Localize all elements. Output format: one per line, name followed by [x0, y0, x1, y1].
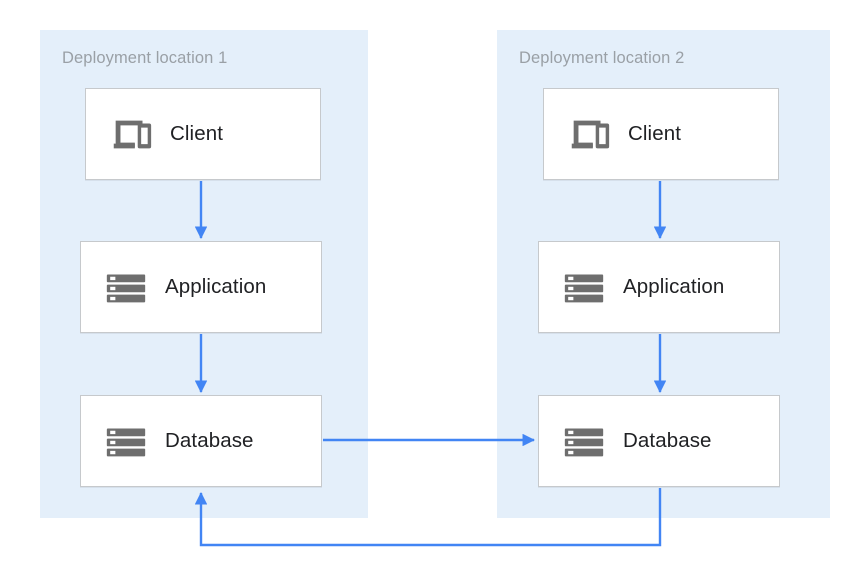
devices-icon	[571, 120, 610, 149]
node-application-1[interactable]: Application	[80, 241, 322, 333]
node-database-1[interactable]: Database	[80, 395, 322, 487]
zone-1-title: Deployment location 1	[62, 49, 228, 67]
node-database-2[interactable]: Database	[538, 395, 780, 487]
node-database-1-label: Database	[165, 429, 254, 452]
server-stack-icon	[106, 274, 146, 303]
server-stack-icon	[106, 428, 146, 457]
node-application-1-label: Application	[165, 275, 267, 298]
node-client-2-label: Client	[628, 122, 682, 145]
server-stack-icon	[564, 428, 604, 457]
zone-2-title: Deployment location 2	[519, 49, 685, 67]
server-stack-icon	[564, 274, 604, 303]
node-application-2[interactable]: Application	[538, 241, 780, 333]
devices-icon	[113, 120, 152, 149]
node-database-2-label: Database	[623, 429, 712, 452]
node-client-1-label: Client	[170, 122, 224, 145]
node-application-2-label: Application	[623, 275, 725, 298]
node-client-1[interactable]: Client	[85, 88, 321, 180]
node-client-2[interactable]: Client	[543, 88, 779, 180]
